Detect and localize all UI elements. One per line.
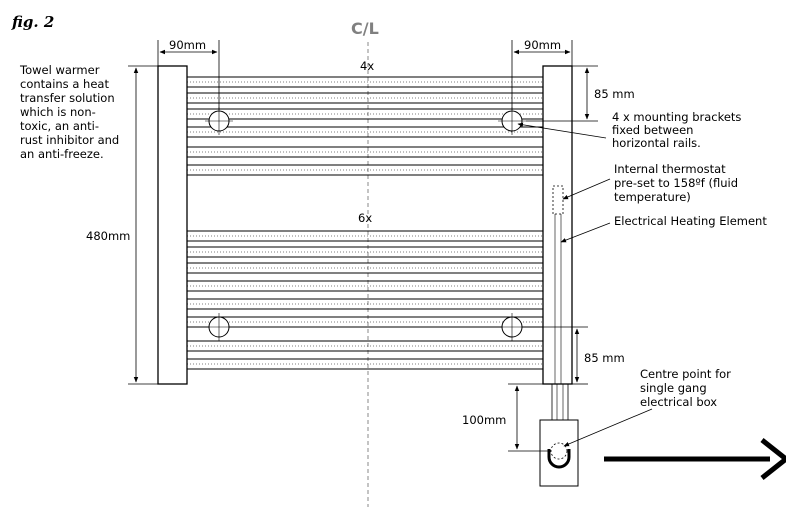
mounting-bracket bbox=[205, 107, 233, 135]
height-dimension: 480mm bbox=[86, 65, 158, 385]
description-line: transfer solution bbox=[20, 91, 115, 105]
centre-point-callout-line: single gang bbox=[640, 381, 707, 395]
description-line: rust inhibitor and bbox=[20, 133, 119, 147]
thermostat-callout-line: temperature) bbox=[614, 190, 691, 204]
right-post bbox=[542, 65, 573, 385]
box-offset-dimension: 100mm bbox=[462, 383, 551, 452]
direction-arrow bbox=[604, 438, 786, 480]
brackets-callout: 4 x mounting brackets fixed between hori… bbox=[517, 110, 741, 150]
rail bbox=[187, 316, 543, 328]
rail bbox=[187, 262, 543, 274]
top-bracket-dimension: 85 mm bbox=[526, 65, 635, 122]
mounting-bracket bbox=[205, 313, 233, 341]
left-post bbox=[157, 65, 188, 385]
centre-line-label: C/L bbox=[351, 19, 379, 38]
rail bbox=[187, 146, 543, 158]
brackets-callout-line: horizontal rails. bbox=[612, 136, 701, 150]
rail bbox=[187, 298, 543, 310]
description-line: contains a heat bbox=[20, 77, 109, 91]
description-line: toxic, an anti- bbox=[20, 119, 99, 133]
thermostat-callout: Internal thermostat pre-set to 158ºf (fl… bbox=[562, 162, 738, 204]
rail bbox=[187, 358, 543, 370]
brackets-callout-line: fixed between bbox=[612, 123, 693, 137]
left-width-dimension: 90mm bbox=[157, 38, 220, 110]
thermostat-callout-line: pre-set to 158ºf (fluid bbox=[614, 176, 738, 190]
element-callout-line: Electrical Heating Element bbox=[614, 214, 767, 228]
rail bbox=[187, 230, 543, 242]
rail bbox=[187, 164, 543, 176]
horizontal-rails bbox=[187, 76, 543, 370]
lower-rails-label: 6x bbox=[358, 211, 372, 225]
centre-point-callout-line: Centre point for bbox=[640, 367, 731, 381]
description-line: which is non- bbox=[20, 105, 96, 119]
thermostat-callout-line: Internal thermostat bbox=[614, 162, 726, 176]
left-width-label: 90mm bbox=[169, 38, 206, 52]
cable-outlet bbox=[547, 449, 571, 469]
rail bbox=[187, 76, 543, 88]
rail bbox=[187, 108, 543, 120]
bottom-bracket-dimension: 85 mm bbox=[526, 326, 625, 385]
description-text: Towel warmer contains a heat transfer so… bbox=[19, 63, 119, 161]
description-line: an anti-freeze. bbox=[20, 147, 104, 161]
right-width-label: 90mm bbox=[524, 38, 561, 52]
mounting-brackets bbox=[205, 107, 526, 341]
electrical-connection bbox=[551, 384, 569, 420]
right-width-dimension: 90mm bbox=[511, 38, 573, 110]
thermostat bbox=[552, 185, 564, 215]
element-callout: Electrical Heating Element bbox=[560, 214, 767, 243]
top-bracket-label: 85 mm bbox=[594, 87, 635, 101]
mounting-bracket bbox=[498, 107, 526, 135]
rail bbox=[187, 92, 543, 104]
mounting-bracket bbox=[498, 313, 526, 341]
upper-rails-label: 4x bbox=[360, 59, 374, 73]
electrical-box bbox=[539, 419, 579, 487]
figure-label: fig. 2 bbox=[11, 13, 54, 31]
description-line: Towel warmer bbox=[19, 63, 100, 77]
rail bbox=[187, 340, 543, 352]
bottom-bracket-label: 85 mm bbox=[584, 351, 625, 365]
centre-point-callout-line: electrical box bbox=[640, 395, 717, 409]
height-label: 480mm bbox=[86, 229, 130, 243]
rail bbox=[187, 126, 543, 138]
centre-point-callout: Centre point for single gang electrical … bbox=[563, 367, 731, 447]
brackets-callout-line: 4 x mounting brackets bbox=[612, 110, 741, 124]
box-offset-label: 100mm bbox=[462, 413, 506, 427]
rail bbox=[187, 246, 543, 258]
rail bbox=[187, 280, 543, 292]
